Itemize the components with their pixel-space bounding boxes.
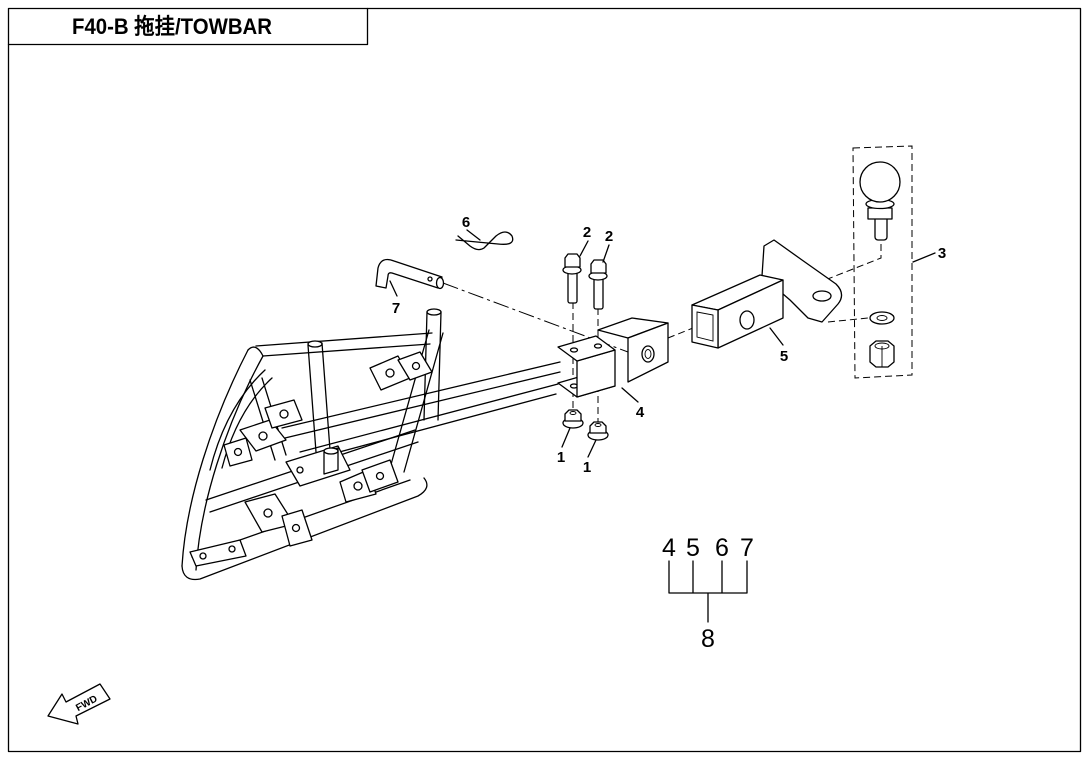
callout-label: 4 (636, 404, 645, 421)
nut-hole (594, 423, 602, 427)
washer-assembly-line (827, 317, 869, 323)
diagram-border (7, 7, 1082, 753)
hitch-ball (859, 161, 901, 203)
leader-7 (389, 280, 398, 297)
frame-inner-bow-a (209, 369, 266, 471)
receiver-pin-hole (641, 345, 655, 363)
bolt-shank (567, 269, 578, 304)
callout-label: 2 (605, 228, 613, 245)
frame-post-1b (321, 342, 331, 451)
receiver-plate-hole (593, 343, 603, 349)
frame-top-tube-a (255, 332, 433, 347)
bracket-hole (375, 471, 385, 481)
kit-assembly-label: 8 (701, 625, 715, 653)
drawbar-part (691, 239, 843, 349)
frame-post-1-cap (307, 340, 323, 348)
drawbar-tube-opening (696, 311, 714, 342)
leader-1b (587, 439, 597, 458)
drawbar-ball-hole (812, 290, 832, 302)
bolt-hex-head (564, 253, 581, 268)
kit-member-label: 6 (715, 534, 729, 562)
callout-label: 6 (462, 214, 470, 231)
nut-hole (569, 411, 577, 415)
bolt-shank (593, 275, 604, 310)
bracket-hole (296, 466, 304, 474)
ball-kit-boundary (852, 145, 913, 379)
fwd-arrow-icon (47, 683, 111, 725)
frame-rail-1a (281, 361, 561, 429)
pin-part (375, 258, 445, 290)
hairpin-clip (455, 231, 514, 251)
frame-post-2-cap (426, 308, 442, 316)
ball-assembly-line (819, 244, 882, 283)
drawbar-pin-hole (739, 310, 755, 330)
frame-bow-cap (247, 346, 264, 357)
kit-member-label: 5 (686, 534, 700, 562)
leader-1a (561, 427, 571, 448)
bracket-hole (199, 552, 207, 560)
kit-member-label: 4 (662, 534, 676, 562)
bracket-hole (263, 508, 273, 518)
bracket-hole (411, 361, 421, 371)
frame-post-3b (403, 332, 444, 473)
frame-rail-2b (301, 393, 557, 463)
callout-label: 2 (583, 224, 591, 241)
frame-top-tube-b (262, 343, 431, 357)
kit-member-label: 7 (740, 534, 754, 562)
title-box (7, 7, 369, 46)
frame-brace-a (249, 379, 276, 461)
frame-post-3a (389, 329, 430, 469)
diagram-title: F40-B 拖挂/TOWBAR (72, 14, 272, 39)
pin-end (435, 276, 445, 290)
bracket-hole (233, 447, 243, 457)
nut-hex (564, 409, 582, 422)
hitch-ball-part (852, 145, 913, 379)
pin-clip-hole (427, 276, 433, 282)
leader-2b (602, 244, 610, 263)
frame-post-2b (437, 311, 442, 421)
flange-nut-left (562, 409, 584, 429)
bolt-right (588, 259, 608, 310)
receiver-part (557, 317, 669, 398)
vehicle-frame (181, 308, 561, 581)
frame-bow-inner (195, 355, 264, 571)
receiver-plate-hole (569, 347, 579, 353)
receiver-upper-plate (557, 335, 616, 362)
kit-assembly-bracket: 4 5 6 7 8 (662, 534, 754, 653)
ball-hex (867, 207, 893, 220)
leader-5 (769, 327, 784, 346)
lock-washer-hole (876, 315, 888, 321)
leader-4 (621, 387, 639, 403)
frame-post-1a (307, 344, 317, 453)
bracket-hole (353, 481, 363, 491)
leader-3 (912, 252, 936, 263)
nut-hex (589, 421, 607, 434)
bolt-left (562, 253, 582, 304)
drawbar-tube-end (691, 304, 719, 349)
callout-label: 5 (780, 348, 788, 365)
leader-2a (579, 240, 589, 257)
callout-label: 1 (583, 459, 591, 476)
kit-bracket-lines (668, 560, 748, 623)
callout-label: 1 (557, 449, 565, 466)
flange-nut-right (587, 421, 609, 441)
lock-washer (869, 311, 895, 325)
center-mount-boss-top (323, 447, 339, 455)
callout-label: 7 (392, 300, 400, 317)
receiver-pin-hole-inner (644, 349, 652, 359)
bracket-hole (291, 523, 301, 533)
callout-label: 3 (938, 245, 946, 262)
bracket-hole (279, 409, 289, 419)
bracket-hole (258, 431, 268, 441)
frame-bow-outer (181, 349, 249, 567)
frame-rail-2a (299, 383, 559, 453)
leader-6 (466, 229, 481, 241)
bracket-hole (385, 368, 395, 378)
bolt-hex-head (590, 259, 607, 274)
bracket-hole (228, 545, 236, 553)
drawbar-assembly-line (667, 327, 694, 339)
